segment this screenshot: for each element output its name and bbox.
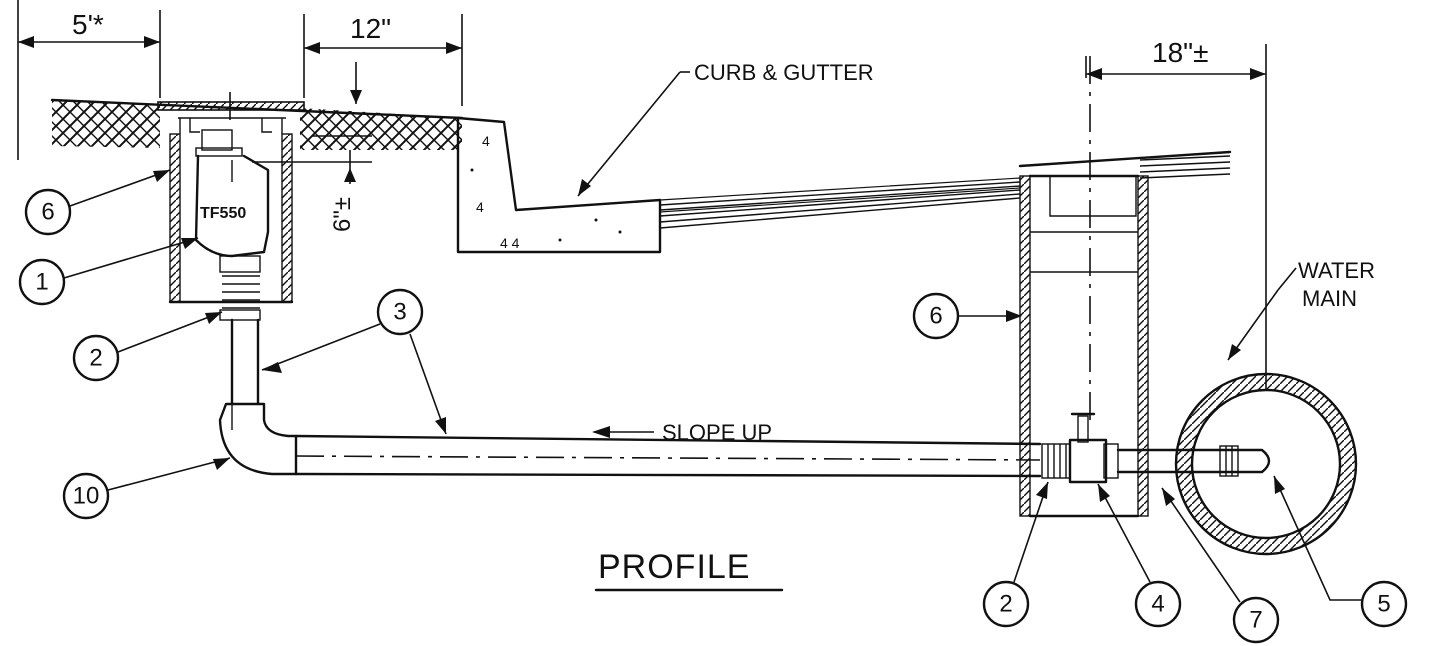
dimension-18in: 18"± [1085,37,1267,430]
water-main: WATER MAIN [1174,258,1375,556]
service-line [294,434,1042,478]
svg-text:2: 2 [89,345,102,372]
curb-stop-tf550: TF550 [194,129,372,258]
svg-text:4: 4 [1151,591,1164,618]
callout-10: 10 [62,457,231,520]
slope-indicator: SLOPE UP [592,420,772,445]
callout-4: 4 [1097,483,1182,628]
svg-text:6: 6 [929,303,942,330]
dim-5ft-text: 5'* [72,9,104,40]
callout-6-right: 6 [912,292,1022,340]
svg-text:2: 2 [999,591,1012,618]
valve-box-right [1019,56,1149,518]
svg-text:4 4: 4 4 [500,235,520,251]
svg-text:7: 7 [1249,607,1262,634]
elbow-fitting [218,402,298,476]
svg-text:6: 6 [41,199,54,226]
dim-18in-text: 18"± [1152,37,1208,68]
svg-text:3: 3 [393,299,406,326]
title-text: PROFILE [598,548,750,586]
water-main-label-2: MAIN [1302,286,1357,311]
dimension-6in: 6"± [312,135,372,232]
dimension-5ft: 5'* [17,0,161,160]
curb-box-left [157,92,305,304]
callout-2-left: 2 [72,311,223,382]
svg-text:4: 4 [476,199,484,215]
svg-text:10: 10 [73,483,100,510]
water-main-label-1: WATER [1298,258,1375,283]
service-riser [219,255,261,406]
svg-text:1: 1 [35,269,48,296]
road-surface [1018,150,1232,179]
svg-text:4: 4 [482,133,490,149]
model-label: TF550 [200,205,246,222]
svg-text:5: 5 [1377,591,1390,618]
dim-6in-text: 6"± [329,197,356,232]
callout-5: 5 [1273,475,1408,628]
callout-1: 1 [18,237,199,306]
dim-12in-text: 12" [350,13,391,44]
slope-label: SLOPE UP [662,420,772,445]
callout-2-right: 2 [982,481,1049,628]
profile-title: PROFILE [594,548,784,592]
dimension-12in: 12" [303,13,463,106]
callout-7: 7 [1161,487,1280,644]
curb-gutter-label: CURB & GUTTER [694,60,874,85]
callout-6-left: 6 [24,169,171,236]
curb-gutter: 4 4 4 4 CURB & GUTTER [456,60,1021,254]
callout-3: 3 [261,288,447,435]
